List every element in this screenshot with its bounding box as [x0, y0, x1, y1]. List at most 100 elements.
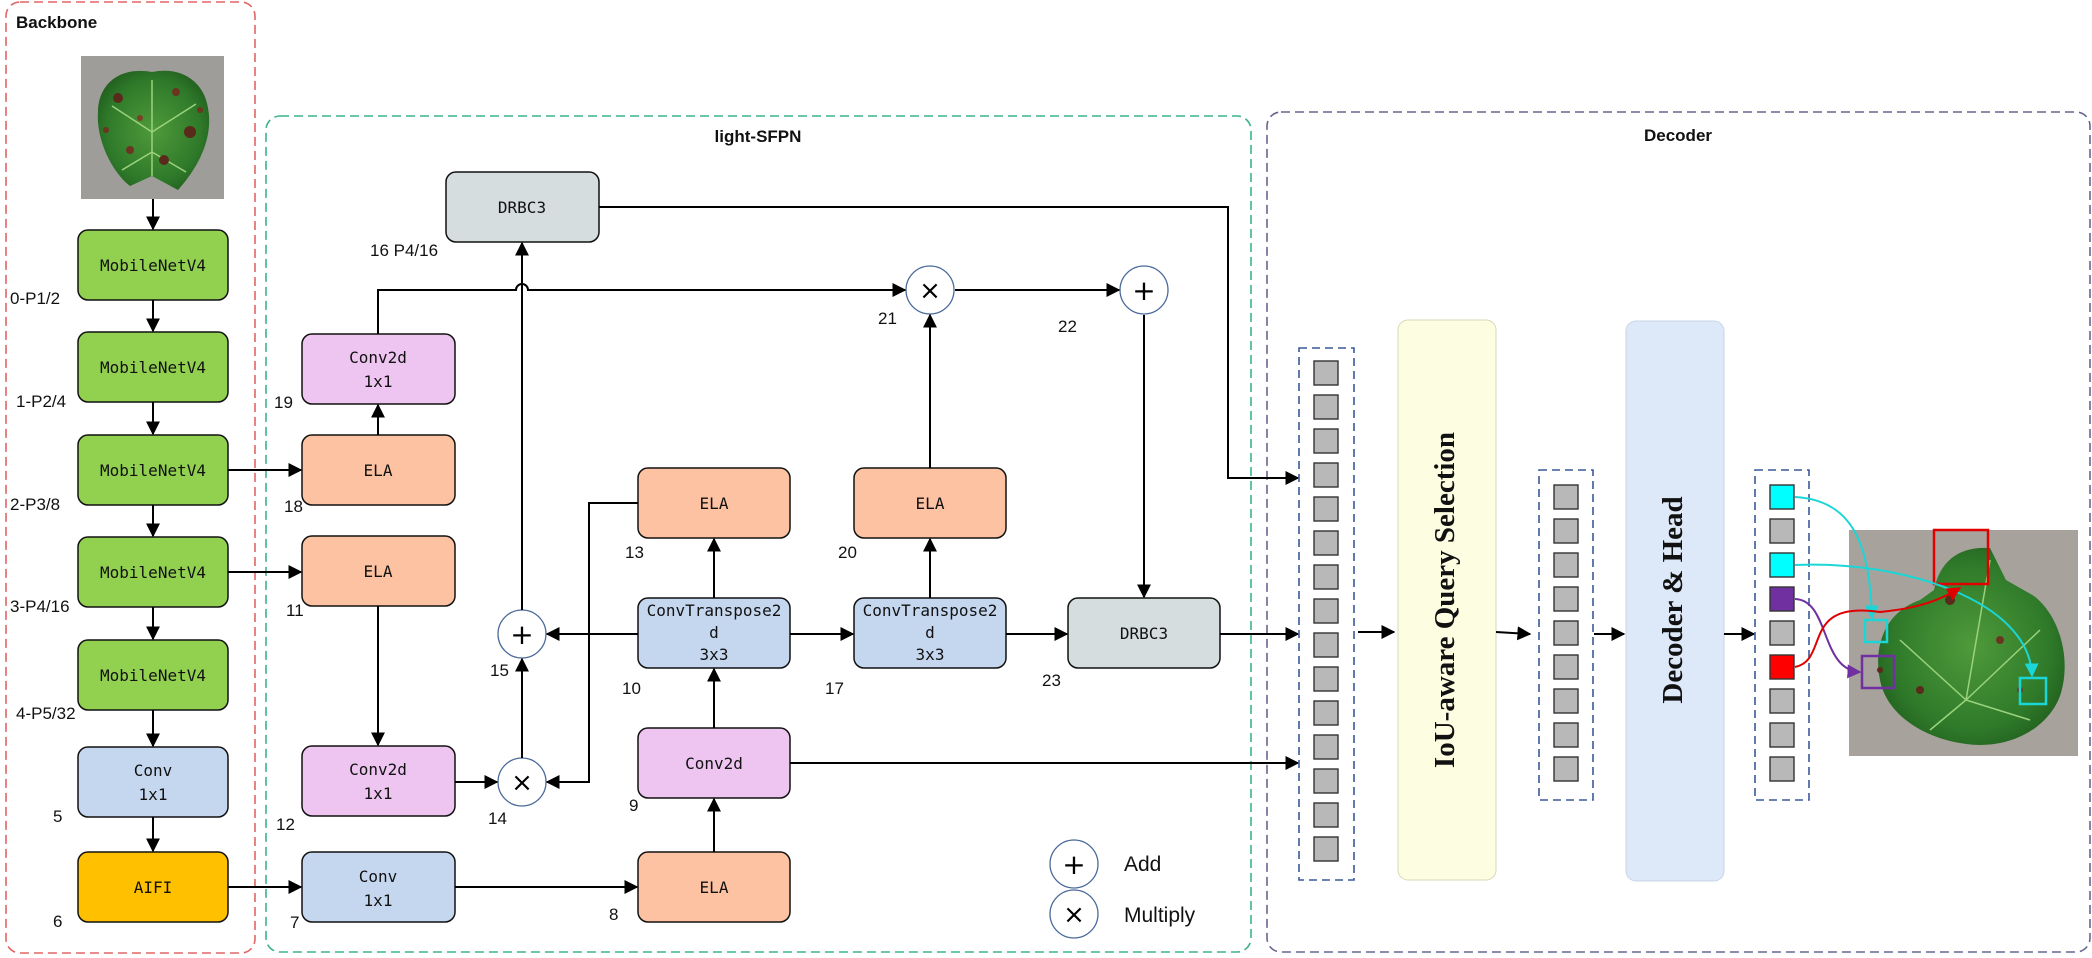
conv2d12-text-1: Conv2d — [349, 760, 407, 779]
label-1: 1-P2/4 — [16, 392, 66, 411]
sfpn-section: light-SFPN — [265, 115, 1252, 953]
ela20-text: ELA — [916, 494, 945, 513]
detection-box-cyan-1 — [1863, 618, 1889, 644]
input-token — [1313, 836, 1339, 862]
conv5-text-1: Conv — [134, 761, 173, 780]
label-6: 6 — [53, 912, 62, 931]
add-op-22: + — [1119, 265, 1169, 315]
drbc3-16-text: DRBC3 — [498, 198, 546, 217]
decoder-section: Decoder — [1266, 111, 2091, 953]
ela-block-8: ELA — [637, 851, 791, 923]
drbc3-23-text: DRBC3 — [1120, 624, 1168, 643]
legend-add: + Add — [1049, 839, 1161, 889]
conv2d-block-9: Conv2d — [637, 727, 791, 799]
mobilenetv4-block-0: MobileNetV4 — [77, 229, 229, 301]
input-token — [1313, 768, 1339, 794]
legend-add-text: Add — [1124, 853, 1161, 876]
input-token — [1313, 700, 1339, 726]
multiply-symbol-14: × — [511, 768, 533, 798]
input-token — [1313, 360, 1339, 386]
output-token — [1769, 722, 1795, 748]
query-selection-panel: IoU-aware Query Selection — [1397, 319, 1497, 881]
label-8: 8 — [609, 905, 618, 924]
decoder-frame — [1266, 111, 2091, 953]
detection-box-cyan-2 — [2018, 676, 2048, 706]
output-token — [1769, 688, 1795, 714]
label-16: 16 P4/16 — [370, 241, 438, 260]
token-column-input — [1298, 347, 1355, 881]
selected-token — [1553, 552, 1579, 578]
drbc3-block-23: DRBC3 — [1067, 597, 1221, 669]
input-token — [1313, 462, 1339, 488]
mobilenetv4-0-text: MobileNetV4 — [100, 256, 206, 275]
mobilenetv4-block-1: MobileNetV4 — [77, 331, 229, 403]
decoder-title: Decoder — [1644, 126, 1712, 145]
conv7-text-2: 1x1 — [364, 891, 393, 910]
input-token — [1313, 530, 1339, 556]
mobilenetv4-3-text: MobileNetV4 — [100, 563, 206, 582]
detection-box-purple — [1860, 654, 1896, 690]
label-7: 7 — [290, 913, 299, 932]
drbc3-block-16: DRBC3 — [445, 171, 600, 243]
sfpn-wires — [228, 206, 1300, 894]
ela-block-20: ELA — [853, 467, 1007, 539]
aifi-block-6: AIFI — [77, 851, 229, 923]
ela-block-11: ELA — [301, 535, 456, 607]
ela18-text: ELA — [364, 461, 393, 480]
output-token — [1769, 586, 1795, 612]
mobilenetv4-block-3: MobileNetV4 — [77, 536, 229, 608]
multiply-symbol-21: × — [919, 276, 941, 306]
input-token — [1313, 802, 1339, 828]
label-19: 19 — [274, 393, 293, 412]
output-token — [1769, 756, 1795, 782]
ela-block-13: ELA — [637, 467, 791, 539]
selected-token — [1553, 518, 1579, 544]
conv2d19-text-1: Conv2d — [349, 348, 407, 367]
legend-add-symbol: + — [1062, 848, 1085, 881]
label-13: 13 — [625, 543, 644, 562]
backbone-title: Backbone — [16, 13, 97, 32]
multiply-op-21: × — [905, 265, 955, 315]
output-token — [1769, 654, 1795, 680]
selected-token — [1553, 586, 1579, 612]
input-token — [1313, 598, 1339, 624]
conv-block-7: Conv 1x1 — [301, 851, 456, 923]
output-token — [1769, 620, 1795, 646]
label-4: 4-P5/32 — [16, 704, 76, 723]
ela13-text: ELA — [700, 494, 729, 513]
conv2d-block-19: Conv2d 1x1 — [301, 333, 456, 405]
output-token — [1769, 484, 1795, 510]
label-9: 9 — [629, 796, 638, 815]
convt10-text-2: d — [709, 623, 719, 642]
label-15: 15 — [490, 661, 509, 680]
conv2d19-text-2: 1x1 — [364, 372, 393, 391]
ela11-text: ELA — [364, 562, 393, 581]
multiply-op-14: × — [497, 757, 547, 807]
label-20: 20 — [838, 543, 857, 562]
label-23: 23 — [1042, 671, 1061, 690]
mobilenetv4-1-text: MobileNetV4 — [100, 358, 206, 377]
label-21: 21 — [878, 309, 897, 328]
label-5: 5 — [53, 807, 62, 826]
label-12: 12 — [276, 815, 295, 834]
selected-token — [1553, 654, 1579, 680]
conv5-text-2: 1x1 — [139, 785, 168, 804]
legend: + Add × Multiply — [1049, 839, 1196, 939]
sfpn-frame — [265, 115, 1252, 953]
input-token — [1313, 428, 1339, 454]
label-11: 11 — [286, 601, 304, 620]
convt17-text-2: d — [925, 623, 935, 642]
token-column-output — [1754, 469, 1810, 801]
label-3: 3-P4/16 — [10, 597, 70, 616]
label-22: 22 — [1058, 317, 1077, 336]
output-token — [1769, 518, 1795, 544]
label-0: 0-P1/2 — [10, 289, 60, 308]
add-op-15: + — [497, 609, 547, 659]
label-14: 14 — [488, 809, 507, 828]
decoder-head-panel: Decoder & Head — [1625, 320, 1725, 882]
add-symbol-15: + — [510, 618, 533, 651]
aifi-text: AIFI — [134, 878, 173, 897]
label-17: 17 — [825, 679, 844, 698]
convt10-text-1: ConvTranspose2 — [647, 601, 782, 620]
selected-token — [1553, 484, 1579, 510]
